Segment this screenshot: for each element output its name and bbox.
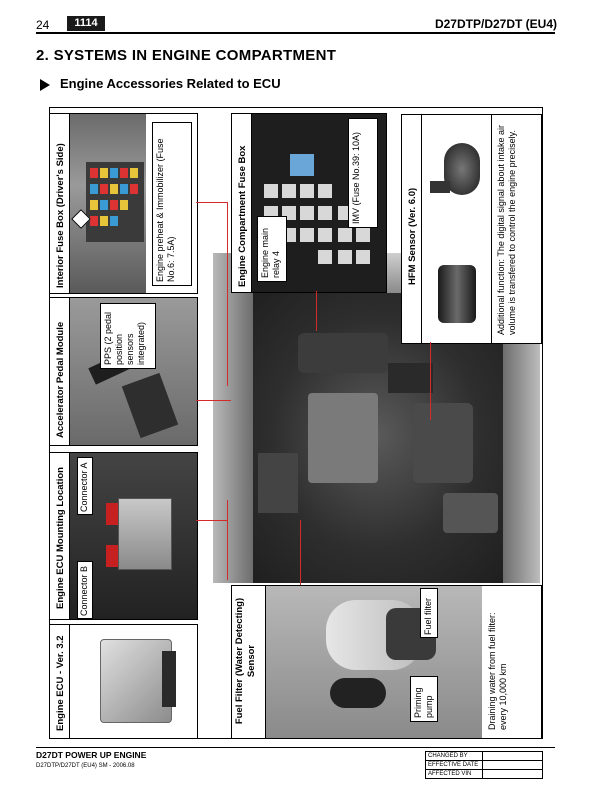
- changed-by-label: CHANGED BY: [425, 751, 483, 761]
- connector-b-label: Connector B: [77, 561, 93, 619]
- fuel-filter-title: Fuel Filter (Water Detecting) Sensor: [234, 597, 257, 725]
- footer-rule: [36, 747, 555, 748]
- table-row: AFFECTED VIN: [425, 769, 543, 779]
- ecu-mounting-title: Engine ECU Mounting Location: [55, 467, 66, 609]
- callout-line-fuel-filter: [300, 520, 301, 585]
- model-title: D27DTP/D27DT (EU4): [434, 17, 557, 31]
- interior-fuse-box-photo: [70, 114, 146, 293]
- priming-pump-label: Priming pump: [410, 676, 438, 722]
- engine-main-relay-label: Engine main relay 4: [257, 216, 287, 282]
- hfm-sensor-note: Additional function: The digital signal …: [496, 125, 517, 335]
- interior-fuse-box-panel: Interior Fuse Box (Driver's Side) Engine…: [49, 113, 198, 294]
- callout-line-hfm: [430, 342, 431, 420]
- accelerator-pedal-title: Accelerator Pedal Module: [55, 321, 66, 438]
- header-rule: [36, 32, 555, 34]
- callout-line-interior-fuse-h: [196, 202, 227, 203]
- callout-line-pedal: [196, 400, 231, 401]
- hfm-sensor-panel: HFM Sensor (Ver. 6.0) Additional functio…: [401, 114, 542, 344]
- engine-fuse-box-panel: Engine Compartment Fuse Box Engine main …: [231, 113, 387, 293]
- callout-line-ecu-h: [196, 520, 227, 521]
- ecu-mounting-panel: Engine ECU Mounting Location Connector A…: [49, 452, 198, 620]
- callout-line-engine-fuse: [316, 291, 317, 331]
- engine-fuse-box-title: Engine Compartment Fuse Box: [237, 145, 248, 287]
- page-code-badge: 1114: [67, 16, 105, 31]
- interior-fuse-box-title: Interior Fuse Box (Driver's Side): [55, 143, 66, 288]
- hfm-sensor-photo-top: [426, 135, 488, 215]
- table-row: EFFECTIVE DATE: [425, 760, 543, 770]
- imv-fuse-label: IMV (Fuse No.39: 10A): [348, 118, 378, 228]
- footer-engine-name: D27DT POWER UP ENGINE: [36, 750, 147, 760]
- change-log-table: CHANGED BY EFFECTIVE DATE AFFECTED VIN: [425, 751, 543, 779]
- pps-label: PPS (2 pedal position sensors integrated…: [100, 303, 156, 369]
- page-number: 24: [36, 18, 50, 32]
- section-subtitle: Engine Accessories Related to ECU: [60, 76, 281, 91]
- table-row: CHANGED BY: [425, 751, 543, 761]
- ecu-version-title: Engine ECU - Ver. 3.2: [55, 635, 66, 731]
- effective-date-label: EFFECTIVE DATE: [425, 760, 483, 770]
- affected-vin-label: AFFECTED VIN: [425, 769, 483, 779]
- fuel-filter-panel: Fuel Filter (Water Detecting) Sensor Fue…: [231, 585, 542, 739]
- fuel-filter-drain-note: Draining water from fuel filter: every 1…: [487, 612, 508, 730]
- callout-line-interior-fuse-v: [227, 202, 228, 386]
- accelerator-pedal-panel: Accelerator Pedal Module PPS (2 pedal po…: [49, 297, 198, 446]
- footer-doc-ref: D27DTP/D27DT (EU4) SM - 2006.08: [36, 763, 135, 769]
- section-title: 2. SYSTEMS IN ENGINE COMPARTMENT: [36, 47, 337, 64]
- interior-fuse-box-label: Engine preheat & Immobilizer (Fuse No.6:…: [152, 122, 192, 286]
- hfm-sensor-photo-bottom: [426, 255, 488, 335]
- fuel-filter-label: Fuel filter: [420, 588, 438, 638]
- ecu-version-panel: Engine ECU - Ver. 3.2: [49, 624, 198, 739]
- triangle-bullet-icon: [40, 79, 50, 91]
- connector-a-label: Connector A: [77, 457, 93, 515]
- fuel-filter-photo: [266, 586, 482, 738]
- ecu-unit-photo: [70, 625, 197, 738]
- callout-line-ecu-v: [227, 500, 228, 580]
- hfm-sensor-title: HFM Sensor (Ver. 6.0): [407, 187, 418, 285]
